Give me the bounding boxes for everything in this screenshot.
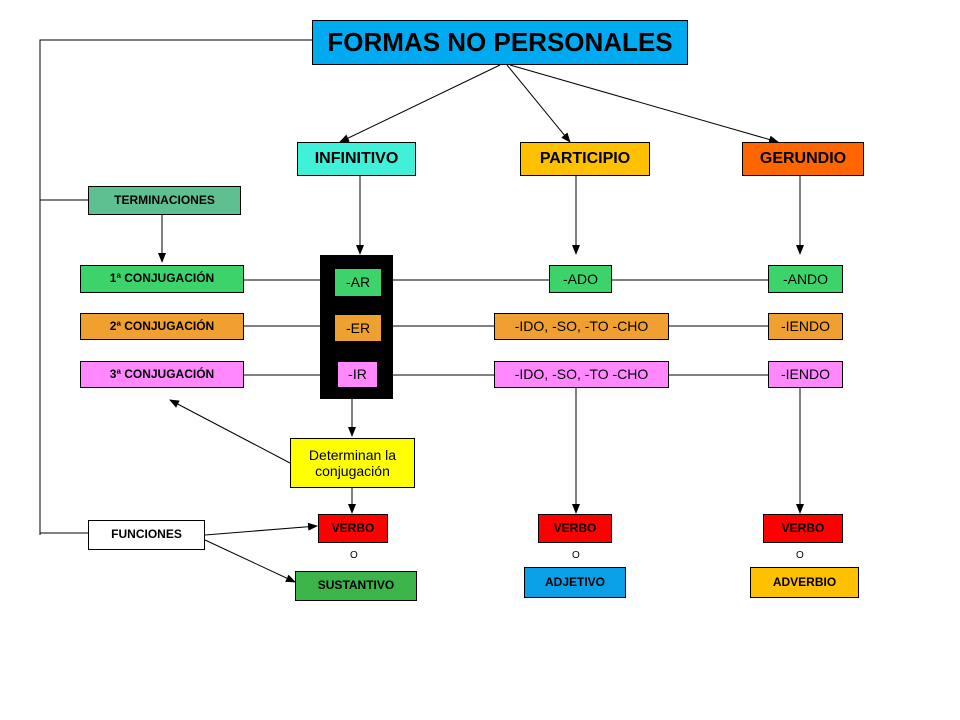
sustantivo-box: SUSTANTIVO — [295, 571, 417, 601]
ending-er: -ER — [334, 314, 382, 342]
infinitivo-box: INFINITIVO — [297, 142, 416, 176]
ending-ir: -IR — [337, 361, 378, 388]
left-bracket-line — [39, 39, 312, 535]
ending-ido-3: -IDO, -SO, -TO -CHO — [494, 361, 669, 388]
determinan-box: Determinan la conjugación — [290, 438, 415, 488]
verbo-infinitivo: VERBO — [318, 514, 388, 543]
ending-ido-2: -IDO, -SO, -TO -CHO — [494, 313, 669, 340]
ending-iendo-3: -IENDO — [768, 361, 843, 388]
ending-iendo-2: -IENDO — [768, 313, 843, 340]
ending-ando: -ANDO — [768, 265, 843, 293]
participio-box: PARTICIPIO — [520, 142, 650, 176]
ending-ar: -AR — [334, 268, 382, 297]
conjugacion-2-box: 2ª CONJUGACIÓN — [80, 313, 244, 340]
gerundio-box: GERUNDIO — [742, 142, 864, 176]
verbo-gerundio: VERBO — [763, 514, 843, 543]
terminaciones-box: TERMINACIONES — [88, 186, 241, 215]
or-gerundio: O — [796, 550, 804, 561]
or-infinitivo: O — [350, 550, 358, 561]
adverbio-box: ADVERBIO — [750, 567, 859, 598]
funciones-box: FUNCIONES — [88, 520, 205, 550]
adjetivo-box: ADJETIVO — [524, 567, 626, 598]
ending-ado: -ADO — [549, 265, 612, 293]
verbo-participio: VERBO — [538, 514, 612, 543]
conjugacion-1-box: 1ª CONJUGACIÓN — [80, 265, 244, 293]
or-participio: O — [572, 550, 580, 561]
conjugacion-3-box: 3ª CONJUGACIÓN — [80, 361, 244, 388]
title-box: FORMAS NO PERSONALES — [312, 20, 688, 65]
